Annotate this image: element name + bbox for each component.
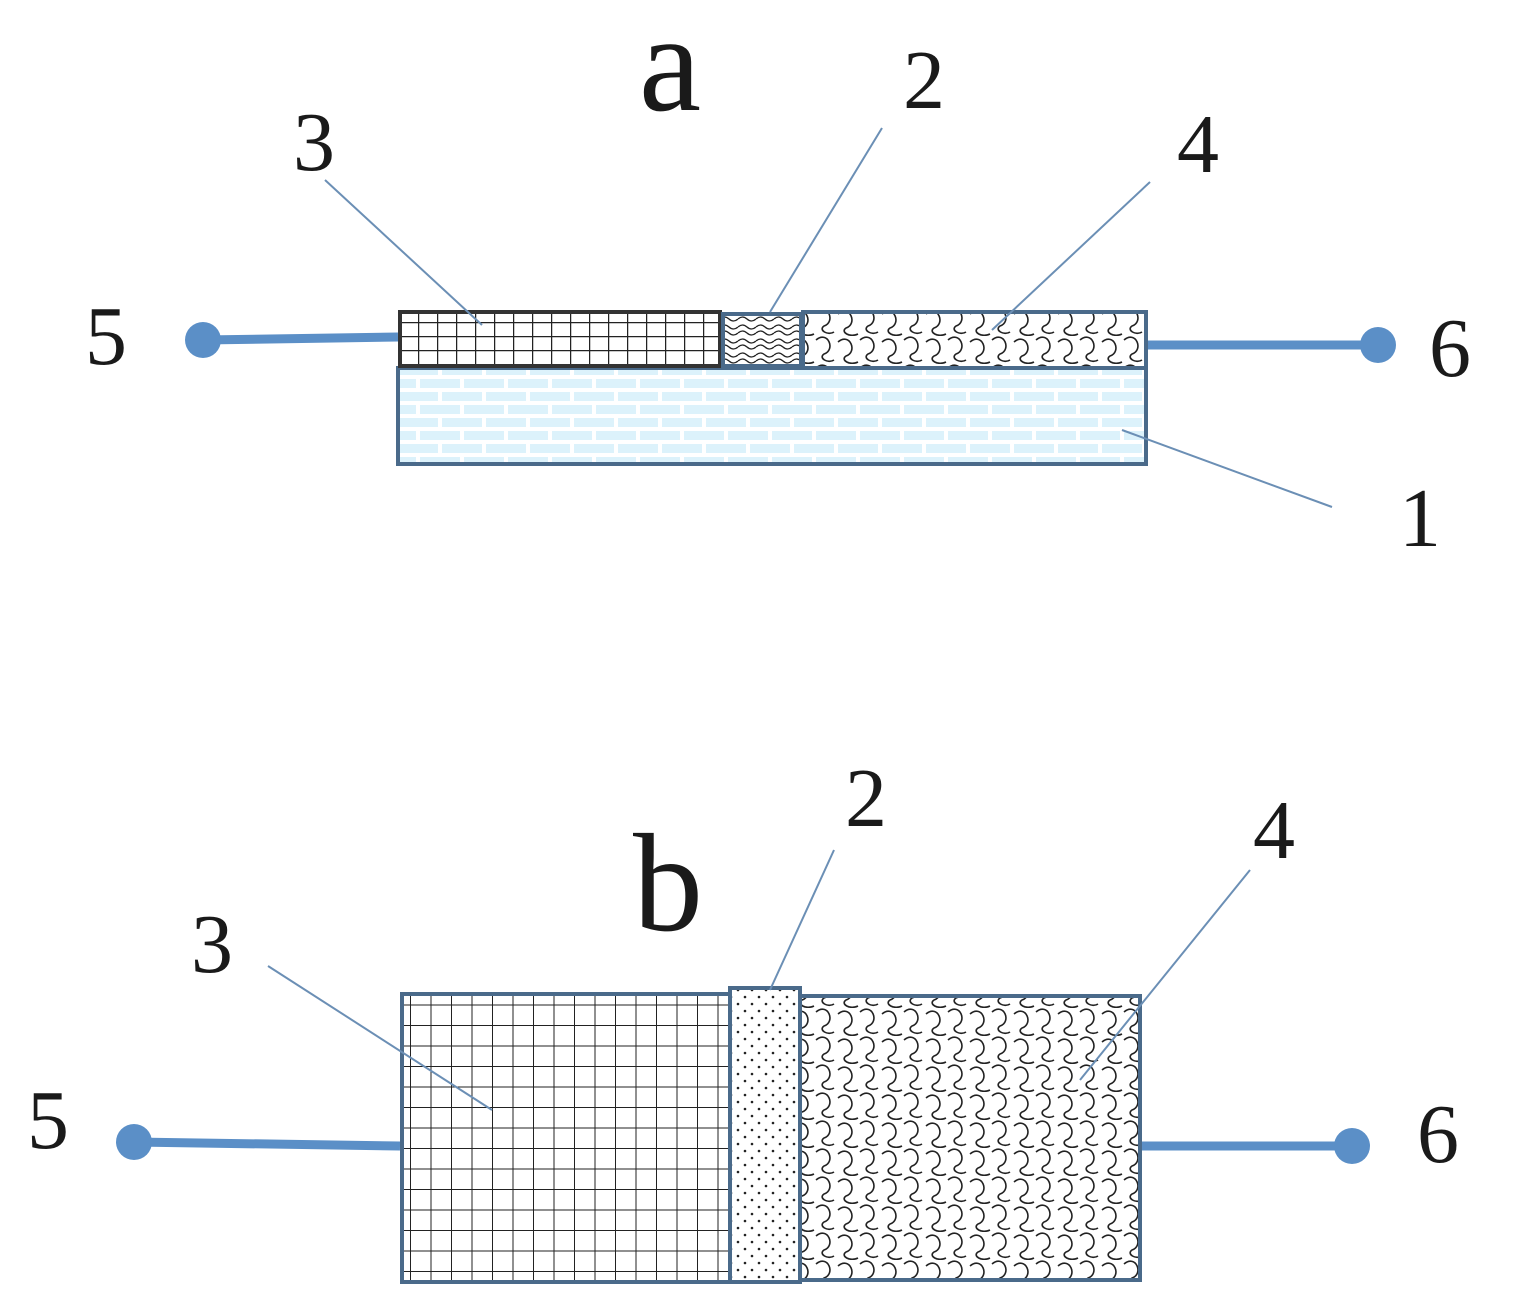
panel-a: a 3 2 4 5 6 1: [85, 0, 1471, 565]
label-5-b: 5: [27, 1074, 69, 1167]
label-2-a: 2: [903, 34, 945, 127]
leader-2-a: [769, 127, 883, 313]
label-5-a: 5: [85, 290, 127, 383]
leader-3-b: [267, 965, 493, 1111]
layer-1-substrate: [396, 366, 1148, 466]
leader-3-a: [324, 179, 483, 326]
panel-b-title: b: [633, 806, 703, 961]
label-6-a: 6: [1429, 302, 1471, 395]
leader-1-a: [1121, 429, 1333, 508]
layer-3-grid-a: [398, 310, 722, 368]
panel-b: b 3 2 4 5 6: [27, 752, 1459, 1284]
terminal-5-wire-b: [133, 1137, 401, 1151]
terminal-6-node-b: [1334, 1128, 1370, 1164]
label-1-a: 1: [1399, 472, 1441, 565]
layer-4-scale-b: [798, 994, 1142, 1282]
terminal-5-wire: [202, 332, 399, 345]
leader-2-b: [769, 849, 835, 991]
leader-4-b: [1079, 869, 1251, 1081]
terminal-5-node: [185, 322, 221, 358]
terminal-5-node-b: [116, 1124, 152, 1160]
label-4-b: 4: [1253, 784, 1295, 877]
layer-3-grid-b: [400, 992, 732, 1284]
leader-4-a: [991, 181, 1151, 331]
label-4-a: 4: [1177, 98, 1219, 191]
label-2-b: 2: [845, 752, 887, 845]
panel-a-title: a: [639, 0, 701, 141]
layer-4-scale-a: [801, 310, 1148, 370]
label-6-b: 6: [1417, 1088, 1459, 1181]
label-3-a: 3: [293, 96, 335, 189]
layer-2-interlayer-a: [721, 312, 803, 368]
terminal-6-node: [1360, 327, 1396, 363]
layer-2-interlayer-b: [728, 986, 802, 1284]
label-3-b: 3: [191, 898, 233, 991]
